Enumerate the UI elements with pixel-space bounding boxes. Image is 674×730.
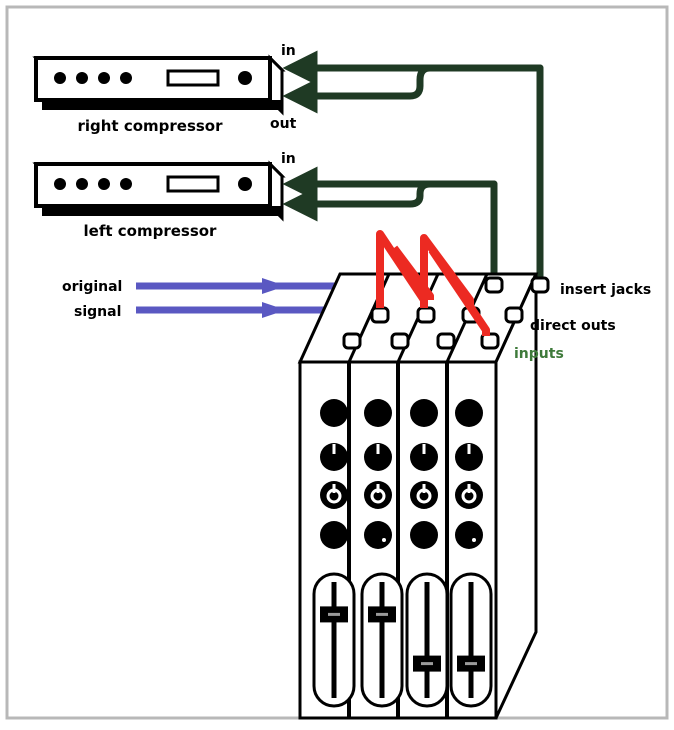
- led-icon: [98, 72, 110, 84]
- right-in-label: in: [281, 43, 296, 59]
- original-signal-label-2: signal: [74, 304, 121, 320]
- input-jack-icon: [436, 332, 456, 350]
- pan-knob-icon: [455, 481, 483, 509]
- led-icon: [54, 72, 66, 84]
- input-jack-icon: [342, 332, 362, 350]
- knob-icon: [410, 399, 438, 427]
- knob-icon: [455, 443, 483, 471]
- led-icon: [98, 178, 110, 190]
- insert-jack-icon: [484, 276, 504, 294]
- insert-jack-icon: [530, 276, 550, 294]
- pan-knob-icon: [364, 481, 392, 509]
- led-icon: [76, 72, 88, 84]
- display-icon: [166, 69, 220, 87]
- fader-caps: [320, 606, 485, 672]
- knob-icon: [410, 521, 438, 549]
- direct-out-jack-icon: [504, 306, 524, 324]
- knob-icon: [455, 399, 483, 427]
- knob-icon: [364, 399, 392, 427]
- insert-jacks-label: insert jacks: [560, 282, 651, 298]
- pan-knob-icon: [410, 481, 438, 509]
- knob-icon: [455, 521, 483, 549]
- direct-out-jack-icon: [416, 306, 436, 324]
- arrow-icon: [262, 278, 286, 294]
- led-icon: [120, 72, 132, 84]
- left-compressor: [32, 160, 286, 222]
- knob-icon: [320, 521, 348, 549]
- input-jack-icon: [390, 332, 410, 350]
- display-icon: [166, 175, 220, 193]
- knob-icon: [410, 443, 438, 471]
- pan-knob-icon: [320, 481, 348, 509]
- right-compressor-label: right compressor: [77, 117, 223, 135]
- right-compressor: [32, 54, 286, 116]
- knob-icon: [320, 399, 348, 427]
- fader-tracks: [312, 572, 493, 708]
- mixer-console: [297, 272, 550, 720]
- right-out-label: out: [270, 116, 297, 132]
- left-in-label: in: [281, 151, 296, 167]
- knob-icon: [238, 177, 252, 191]
- led-icon: [76, 178, 88, 190]
- knob-icon: [364, 443, 392, 471]
- knob-icon: [364, 521, 392, 549]
- led-icon: [54, 178, 66, 190]
- knob-icon: [320, 443, 348, 471]
- led-icon: [120, 178, 132, 190]
- input-jack-icon: [480, 332, 500, 350]
- arrow-icon: [262, 302, 286, 318]
- insert-cables: [282, 50, 544, 282]
- direct-out-cables: [376, 230, 490, 336]
- knob-icon: [238, 71, 252, 85]
- direct-out-jack-icon: [370, 306, 390, 324]
- inputs-label: inputs: [514, 346, 564, 362]
- original-signal-label-1: original: [62, 279, 122, 295]
- left-compressor-label: left compressor: [84, 222, 218, 240]
- direct-outs-label: direct outs: [530, 318, 616, 334]
